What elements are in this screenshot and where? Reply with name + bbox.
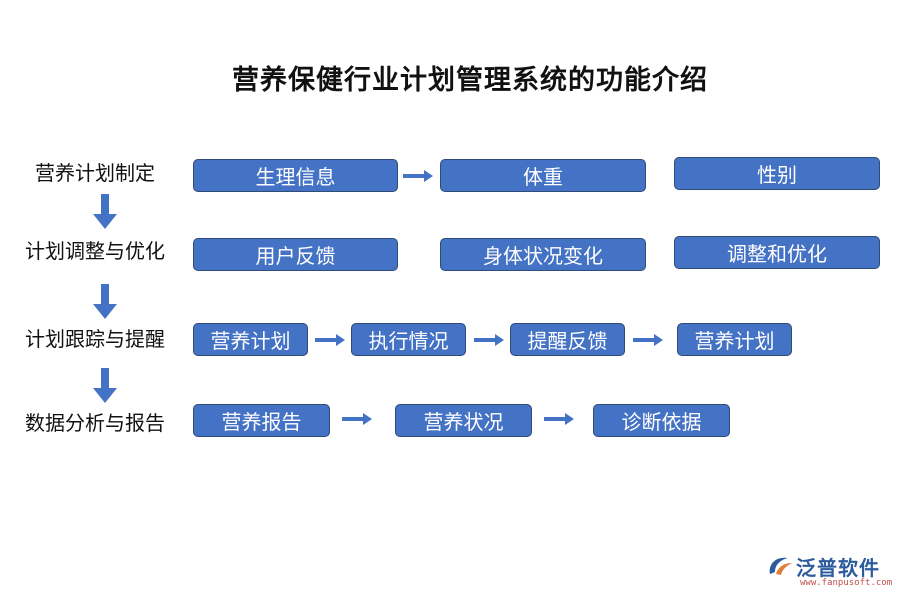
node-nutrition-plan: 营养计划 (193, 323, 308, 356)
stage-label-4: 数据分析与报告 (25, 411, 165, 435)
down-arrow-3 (93, 368, 117, 403)
logo-url: www.fanpusoft.com (800, 578, 893, 588)
node-reminder-feedback: 提醒反馈 (510, 323, 625, 356)
right-arrow-r3-1 (315, 334, 345, 346)
node-nutrition-report: 营养报告 (193, 404, 330, 437)
node-physiological-info: 生理信息 (193, 159, 398, 192)
logo-name: 泛普软件 (796, 556, 880, 580)
node-nutrition-status: 营养状况 (395, 404, 532, 437)
stage-label-1: 营养计划制定 (35, 161, 155, 185)
right-arrow-r3-2 (474, 334, 504, 346)
right-arrow-r4-1 (342, 413, 372, 425)
right-arrow-r3-3 (633, 334, 663, 346)
node-weight: 体重 (440, 159, 646, 192)
logo-mark-icon (769, 557, 792, 575)
diagram-title: 营养保健行业计划管理系统的功能介绍 (232, 65, 708, 96)
stage-label-3: 计划跟踪与提醒 (25, 327, 165, 351)
node-gender: 性别 (674, 157, 880, 190)
stage-label-2: 计划调整与优化 (25, 239, 165, 263)
node-nutrition-plan-2: 营养计划 (677, 323, 792, 356)
node-body-change: 身体状况变化 (440, 238, 646, 271)
right-arrow-r1-1 (403, 170, 433, 182)
brand-logo: 泛普软件 www.fanpusoft.com (766, 552, 892, 594)
node-execution: 执行情况 (351, 323, 466, 356)
node-adjust-optimize: 调整和优化 (674, 236, 880, 269)
node-diagnosis-basis: 诊断依据 (593, 404, 730, 437)
node-user-feedback: 用户反馈 (193, 238, 398, 271)
down-arrow-2 (93, 284, 117, 319)
down-arrow-1 (93, 194, 117, 229)
right-arrow-r4-2 (544, 413, 574, 425)
